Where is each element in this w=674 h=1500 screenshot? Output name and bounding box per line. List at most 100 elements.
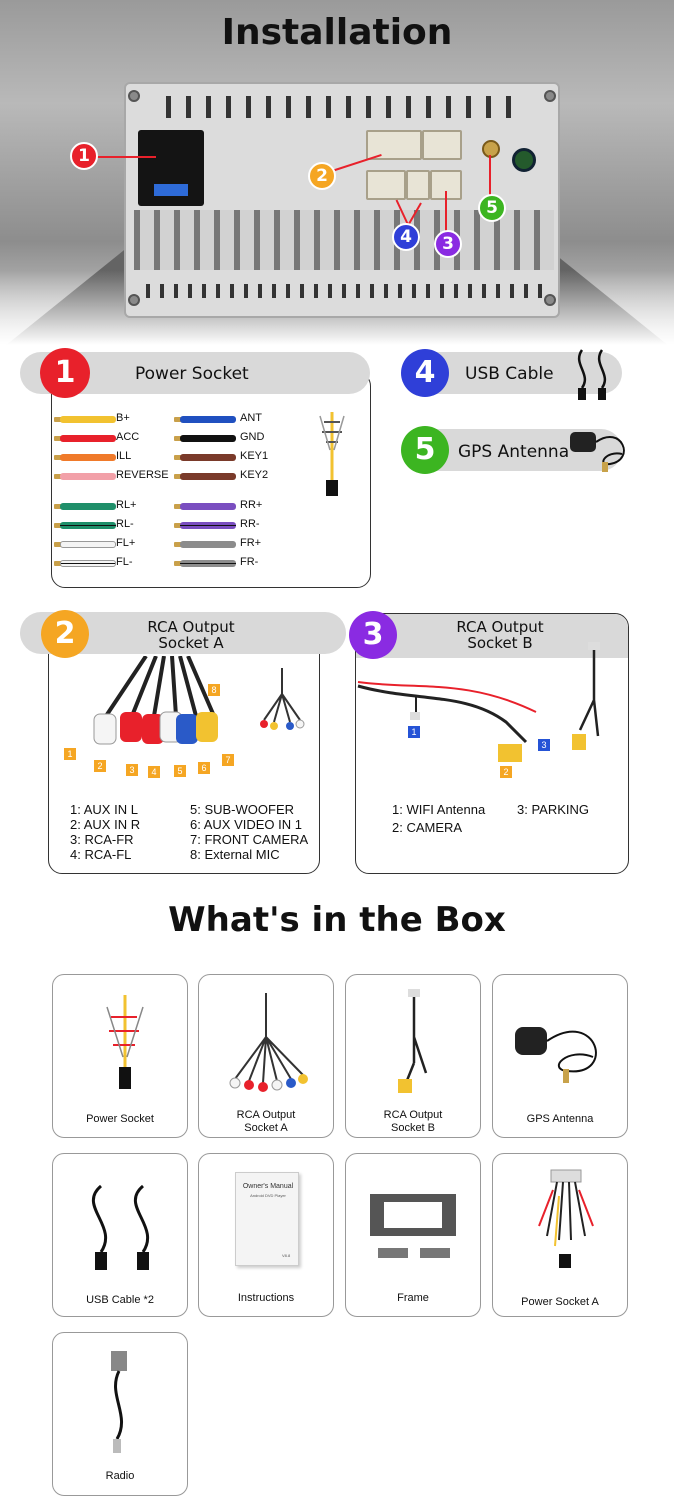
port-blue-clip bbox=[154, 184, 188, 196]
wire-row: RR+ bbox=[174, 499, 304, 513]
wire-label: RR- bbox=[240, 518, 260, 530]
wire-swatch bbox=[180, 454, 236, 461]
wire-row: ANT bbox=[174, 412, 304, 426]
wire-tip bbox=[54, 523, 62, 528]
screw-icon bbox=[128, 90, 140, 102]
rca-a-item: 1: AUX IN L bbox=[70, 802, 138, 817]
wire-swatch bbox=[60, 503, 116, 510]
rca-b-badge: 3 bbox=[349, 611, 397, 659]
wire-swatch bbox=[60, 522, 116, 529]
top-vents bbox=[166, 96, 526, 118]
wire-swatch bbox=[60, 560, 116, 567]
box-item-label-line1: Power Socket A bbox=[521, 1296, 599, 1308]
wire-tip bbox=[174, 417, 182, 422]
wire-label: FR+ bbox=[240, 537, 262, 549]
wire-tip bbox=[54, 542, 62, 547]
wire-swatch bbox=[60, 435, 116, 442]
rca-b-cable-mini bbox=[572, 642, 600, 750]
box-item-gps-antenna: GPS Antenna bbox=[492, 974, 628, 1138]
manual-title: Owner's Manual bbox=[242, 1183, 294, 1190]
rca-a-list-left: 1: AUX IN L 2: AUX IN R 3: RCA-FR 4: RCA… bbox=[70, 802, 140, 862]
rca-a-item: 5: SUB-WOOFER bbox=[190, 802, 295, 817]
page-title: Installation bbox=[221, 12, 453, 53]
bottom-vent-strip bbox=[146, 284, 546, 298]
wire-row: FR- bbox=[174, 556, 304, 570]
power-socket-icon bbox=[106, 995, 144, 1089]
box-item-label-line1: GPS Antenna bbox=[526, 1113, 594, 1125]
wire-row: RR- bbox=[174, 518, 304, 532]
box-item-radio: Radio bbox=[52, 1332, 188, 1496]
gps-antenna-icon bbox=[515, 1027, 597, 1083]
callout-3-line bbox=[445, 191, 447, 233]
rca-a-item: 4: RCA-FL bbox=[70, 847, 132, 862]
wire-label: RL+ bbox=[116, 499, 137, 511]
rca-a-item: 7: FRONT CAMERA bbox=[190, 832, 309, 847]
box-item-label: Power Socket bbox=[53, 1113, 187, 1126]
rca-a-icon bbox=[229, 993, 308, 1092]
wire-row: FL- bbox=[54, 556, 184, 570]
rca-b-chip: 2 bbox=[500, 766, 512, 778]
radio-adapter-icon bbox=[111, 1351, 127, 1453]
rca-a-item: 8: External MIC bbox=[190, 847, 280, 862]
power-socket-port bbox=[138, 130, 204, 206]
usb-cable-icon bbox=[92, 1184, 150, 1270]
rca-b-title-line2: Socket B bbox=[467, 634, 533, 652]
box-item-frame: Frame bbox=[345, 1153, 481, 1317]
rca-b-header bbox=[356, 614, 628, 658]
wire-row: B+ bbox=[54, 412, 184, 426]
wire-tip bbox=[174, 542, 182, 547]
rca-a-item: 2: AUX IN R bbox=[70, 817, 141, 832]
callout-2: 2 bbox=[308, 162, 336, 190]
wire-tip bbox=[54, 474, 62, 479]
box-item-rca-b: RCA Output Socket B bbox=[345, 974, 481, 1138]
rca-a-chip: 6 bbox=[198, 762, 210, 774]
rca-b-chip: 1 bbox=[408, 726, 420, 738]
box-item-label-line1: USB Cable *2 bbox=[86, 1294, 154, 1306]
wire-swatch bbox=[180, 560, 236, 567]
rca-a-port-2 bbox=[422, 130, 462, 160]
box-item-label: RCA Output Socket B bbox=[346, 1109, 480, 1135]
rca-a-chip: 3 bbox=[126, 764, 138, 776]
box-item-label: USB Cable *2 bbox=[53, 1294, 187, 1307]
box-item-power-socket: Power Socket bbox=[52, 974, 188, 1138]
box-item-rca-a: RCA Output Socket A bbox=[198, 974, 334, 1138]
wire-swatch bbox=[180, 522, 236, 529]
screw-icon bbox=[128, 294, 140, 306]
power-socket-title: Power Socket bbox=[135, 364, 249, 384]
wire-swatch bbox=[180, 435, 236, 442]
rca-a-list-right: 5: SUB-WOOFER 6: AUX VIDEO IN 1 7: FRONT… bbox=[190, 802, 308, 862]
rca-a-chip: 4 bbox=[148, 766, 160, 778]
screw-icon bbox=[544, 90, 556, 102]
rca-b-list-right: 3: PARKING bbox=[517, 801, 589, 819]
box-item-power-socket-a: Power Socket A bbox=[492, 1153, 628, 1317]
usb-cable-icon bbox=[577, 349, 607, 400]
wire-row: FR+ bbox=[174, 537, 304, 551]
wire-tip bbox=[174, 474, 182, 479]
callout-1-line bbox=[96, 156, 156, 158]
wire-swatch bbox=[180, 416, 236, 423]
wire-swatch bbox=[60, 541, 116, 548]
power-socket-badge: 1 bbox=[40, 348, 90, 398]
wire-swatch bbox=[180, 541, 236, 548]
usb-cable-title: USB Cable bbox=[465, 364, 554, 384]
wire-tip bbox=[174, 455, 182, 460]
rca-b-list-left: 1: WIFI Antenna 2: CAMERA bbox=[392, 801, 485, 837]
rca-a-chip: 2 bbox=[94, 760, 106, 772]
box-item-usb-cable: USB Cable *2 bbox=[52, 1153, 188, 1317]
wire-row: FL+ bbox=[54, 537, 184, 551]
wire-tip bbox=[174, 504, 182, 509]
wire-swatch bbox=[60, 454, 116, 461]
rca-a-cable-mini bbox=[260, 668, 305, 730]
wire-tip bbox=[174, 436, 182, 441]
wire-row: KEY1 bbox=[174, 450, 304, 464]
rca-a-item: 3: RCA-FR bbox=[70, 832, 134, 847]
power-harness-icon bbox=[319, 412, 345, 496]
wire-tip bbox=[174, 561, 182, 566]
rca-a-badge: 2 bbox=[41, 610, 89, 658]
wire-swatch bbox=[60, 473, 116, 480]
callout-5: 5 bbox=[478, 194, 506, 222]
box-item-label-line1: RCA Output bbox=[383, 1109, 443, 1121]
box-item-label: Power Socket A bbox=[493, 1296, 627, 1309]
rca-b-icon bbox=[398, 989, 428, 1093]
box-item-label: Radio bbox=[53, 1470, 187, 1483]
